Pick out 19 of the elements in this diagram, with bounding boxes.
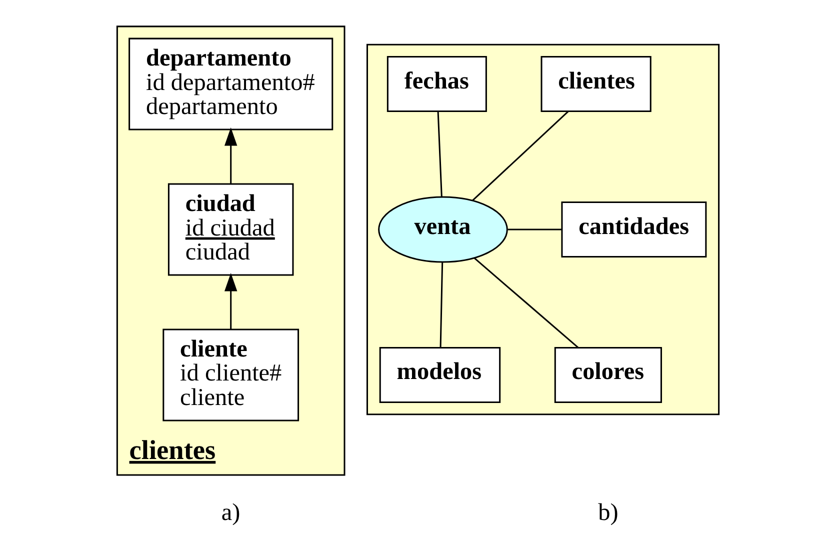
cluster <box>366 44 720 416</box>
node-box: colores <box>554 346 662 404</box>
node-box: fechas <box>386 56 487 112</box>
arrow <box>224 273 238 330</box>
node-ellipse: venta <box>378 196 508 263</box>
connector <box>508 228 562 230</box>
label: b) <box>598 499 618 526</box>
node-box: departamento id departamento# departamento <box>128 38 334 130</box>
connector <box>472 110 569 202</box>
connector <box>440 262 444 348</box>
label: a) <box>221 499 240 526</box>
node-box: modelos <box>379 346 501 404</box>
node-box: ciudad id ciudad ciudad <box>168 183 294 276</box>
node-box: cliente id cliente# cliente <box>162 328 300 422</box>
connector <box>474 258 579 348</box>
arrow <box>224 128 238 184</box>
connector <box>437 112 442 198</box>
node-box: clientes <box>540 56 652 112</box>
node-box: cantidades <box>561 201 707 258</box>
